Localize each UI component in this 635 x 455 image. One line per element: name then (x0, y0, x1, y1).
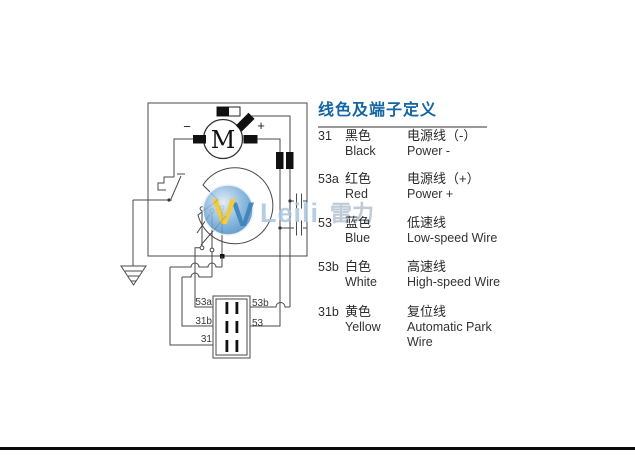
legend-row-31b: 31b 黄色 Yellow 复位线 Automatic Park Wire (318, 304, 618, 350)
motor-label: M (211, 126, 236, 154)
wire-color-en: White (345, 275, 377, 289)
watermark-logo-v-yellow: V (212, 191, 236, 232)
wire-color-cn: 白色 (345, 259, 372, 274)
watermark-brand-latin: Leili (260, 198, 319, 228)
suppression-choke-low (276, 152, 284, 169)
brush-low-speed (243, 135, 258, 144)
wire-function-en: High-speed Wire (407, 275, 501, 289)
wire-color-en: Yellow (345, 320, 381, 334)
junction-dot (278, 226, 282, 230)
junction-dot (288, 199, 292, 203)
bottom-border-bar (0, 447, 635, 450)
wire-color-en: Blue (345, 231, 371, 245)
legend-title: 线色及端子定义 (318, 96, 487, 128)
connector-pin (235, 302, 239, 314)
terminal-id: 53b (318, 260, 339, 274)
wire-function-cn: 高速线 (407, 259, 447, 274)
watermark-logo-v-blue: V (232, 196, 255, 234)
wire-function-cn: 电源线（+） (407, 171, 480, 186)
wire-function-en: Power - (407, 144, 451, 158)
connector-pin (235, 340, 239, 352)
legend-row-53b: 53b 白色 White 高速线 High-speed Wire (318, 259, 618, 290)
pin-label-31: 31 (201, 334, 213, 345)
wire-function-en: Power + (407, 187, 454, 201)
thermal-breaker-symbol (216, 106, 241, 117)
wire-function-en: Low-speed Wire (407, 231, 498, 245)
connector-pin (225, 340, 229, 352)
wire-color-cn: 蓝色 (345, 215, 372, 230)
wire-color-cn: 黄色 (345, 304, 372, 319)
watermark-logo-circle (202, 184, 254, 236)
terminal-id: 53a (318, 172, 339, 186)
wire-function-cn: 低速线 (407, 215, 447, 230)
motor-case-outline (147, 102, 308, 257)
connector-routing (169, 256, 223, 346)
wire-function-en: Automatic Park Wire (407, 320, 492, 349)
legend-row-53a: 53a 红色 Red 电源线（+） Power + (318, 171, 618, 202)
wire-color-cn: 黑色 (345, 128, 372, 143)
pin-label-53: 53 (252, 318, 264, 329)
terminal-id: 31 (318, 129, 332, 143)
connector-pin (225, 302, 229, 314)
connector-pin (235, 321, 239, 333)
park-switch-wiring (132, 138, 193, 266)
pin-label-31b: 31b (195, 316, 212, 327)
watermark: V V Leili 雷力 (202, 184, 374, 236)
connector-block (212, 295, 251, 359)
legend-row-31: 31 黑色 Black 电源线（-） Power - (318, 128, 618, 159)
power-wiring (250, 115, 307, 327)
brush-high-speed (235, 112, 255, 132)
polarity-minus-label: − (183, 119, 191, 134)
pin-label-53b: 53b (252, 298, 269, 309)
wire-color-en: Black (345, 144, 376, 158)
wire-function-cn: 电源线（-） (407, 128, 477, 143)
brush-negative (193, 135, 206, 144)
wire-function-cn: 复位线 (407, 304, 447, 319)
wire-color-cn: 红色 (345, 171, 372, 186)
pin-label-53a: 53a (195, 297, 212, 308)
connector-pin (225, 321, 229, 333)
wire-color-en: Red (345, 187, 368, 201)
terminal-id: 53 (318, 216, 332, 230)
terminal-id: 31b (318, 305, 339, 319)
suppression-choke-high (286, 152, 294, 169)
watermark-brand-cn: 雷力 (330, 201, 374, 226)
legend-row-53: 53 蓝色 Blue 低速线 Low-speed Wire (318, 215, 618, 246)
junction-dot (167, 198, 171, 202)
ground-symbol (120, 265, 147, 286)
park-cam-disc (197, 167, 274, 245)
polarity-plus-label: + (257, 118, 265, 133)
